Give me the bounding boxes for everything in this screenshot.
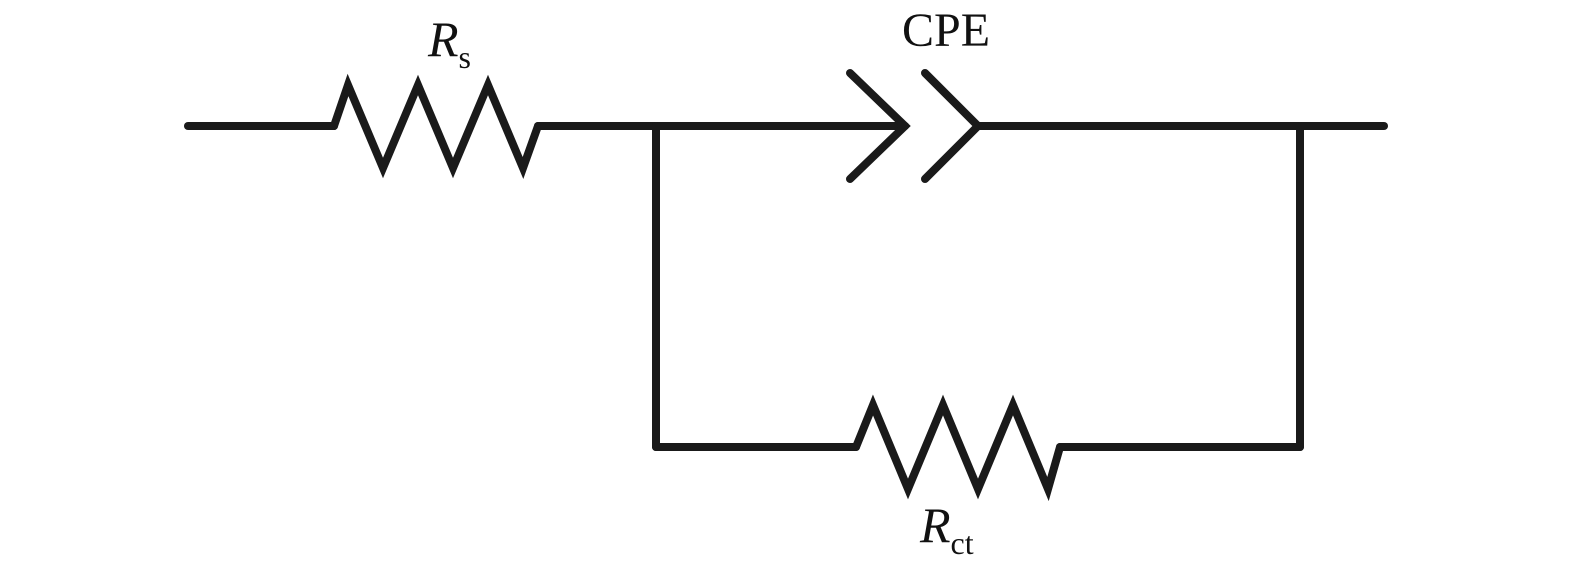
cpe-label: CPE	[902, 4, 990, 57]
rct-label-symbol: R	[919, 497, 951, 553]
series-resistor-rs	[330, 73, 542, 180]
rct-label: Rct	[919, 497, 974, 561]
rs-label-subscript: s	[459, 39, 471, 75]
cpe-left-plate	[846, 69, 911, 183]
rs-label: Rs	[427, 11, 471, 75]
rct-label-subscript: ct	[951, 525, 974, 561]
cpe-right-plate	[921, 69, 984, 183]
rs-label-symbol: R	[427, 11, 459, 67]
charge-transfer-resistor-rct	[852, 394, 1064, 502]
